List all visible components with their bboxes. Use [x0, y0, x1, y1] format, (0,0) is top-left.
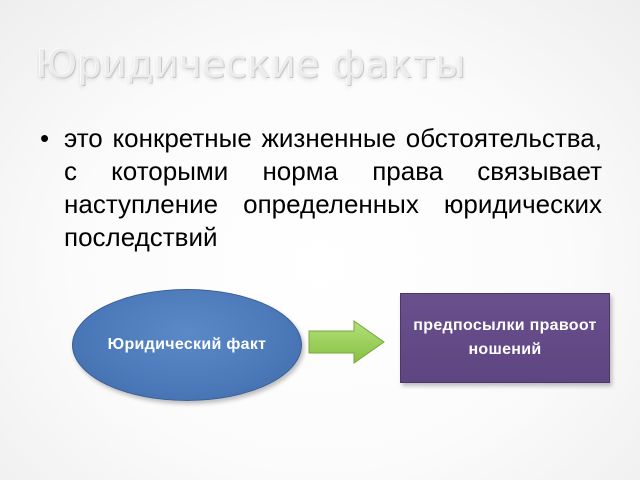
right-arrow-shape	[308, 320, 385, 364]
legal-fact-label: Юридический факт	[107, 336, 267, 353]
prerequisites-label: предпосылки правоотношений	[413, 317, 597, 358]
bullet-text: это конкретные жизненные обстоятельства,…	[64, 123, 602, 252]
right-arrow-icon	[308, 320, 386, 369]
legal-fact-ellipse: Юридический факт	[72, 289, 302, 401]
slide-title: Юридические факты	[36, 42, 467, 86]
bullet-dot-icon: •	[40, 123, 50, 153]
prerequisites-box: предпосылки правоотношений	[400, 293, 610, 383]
